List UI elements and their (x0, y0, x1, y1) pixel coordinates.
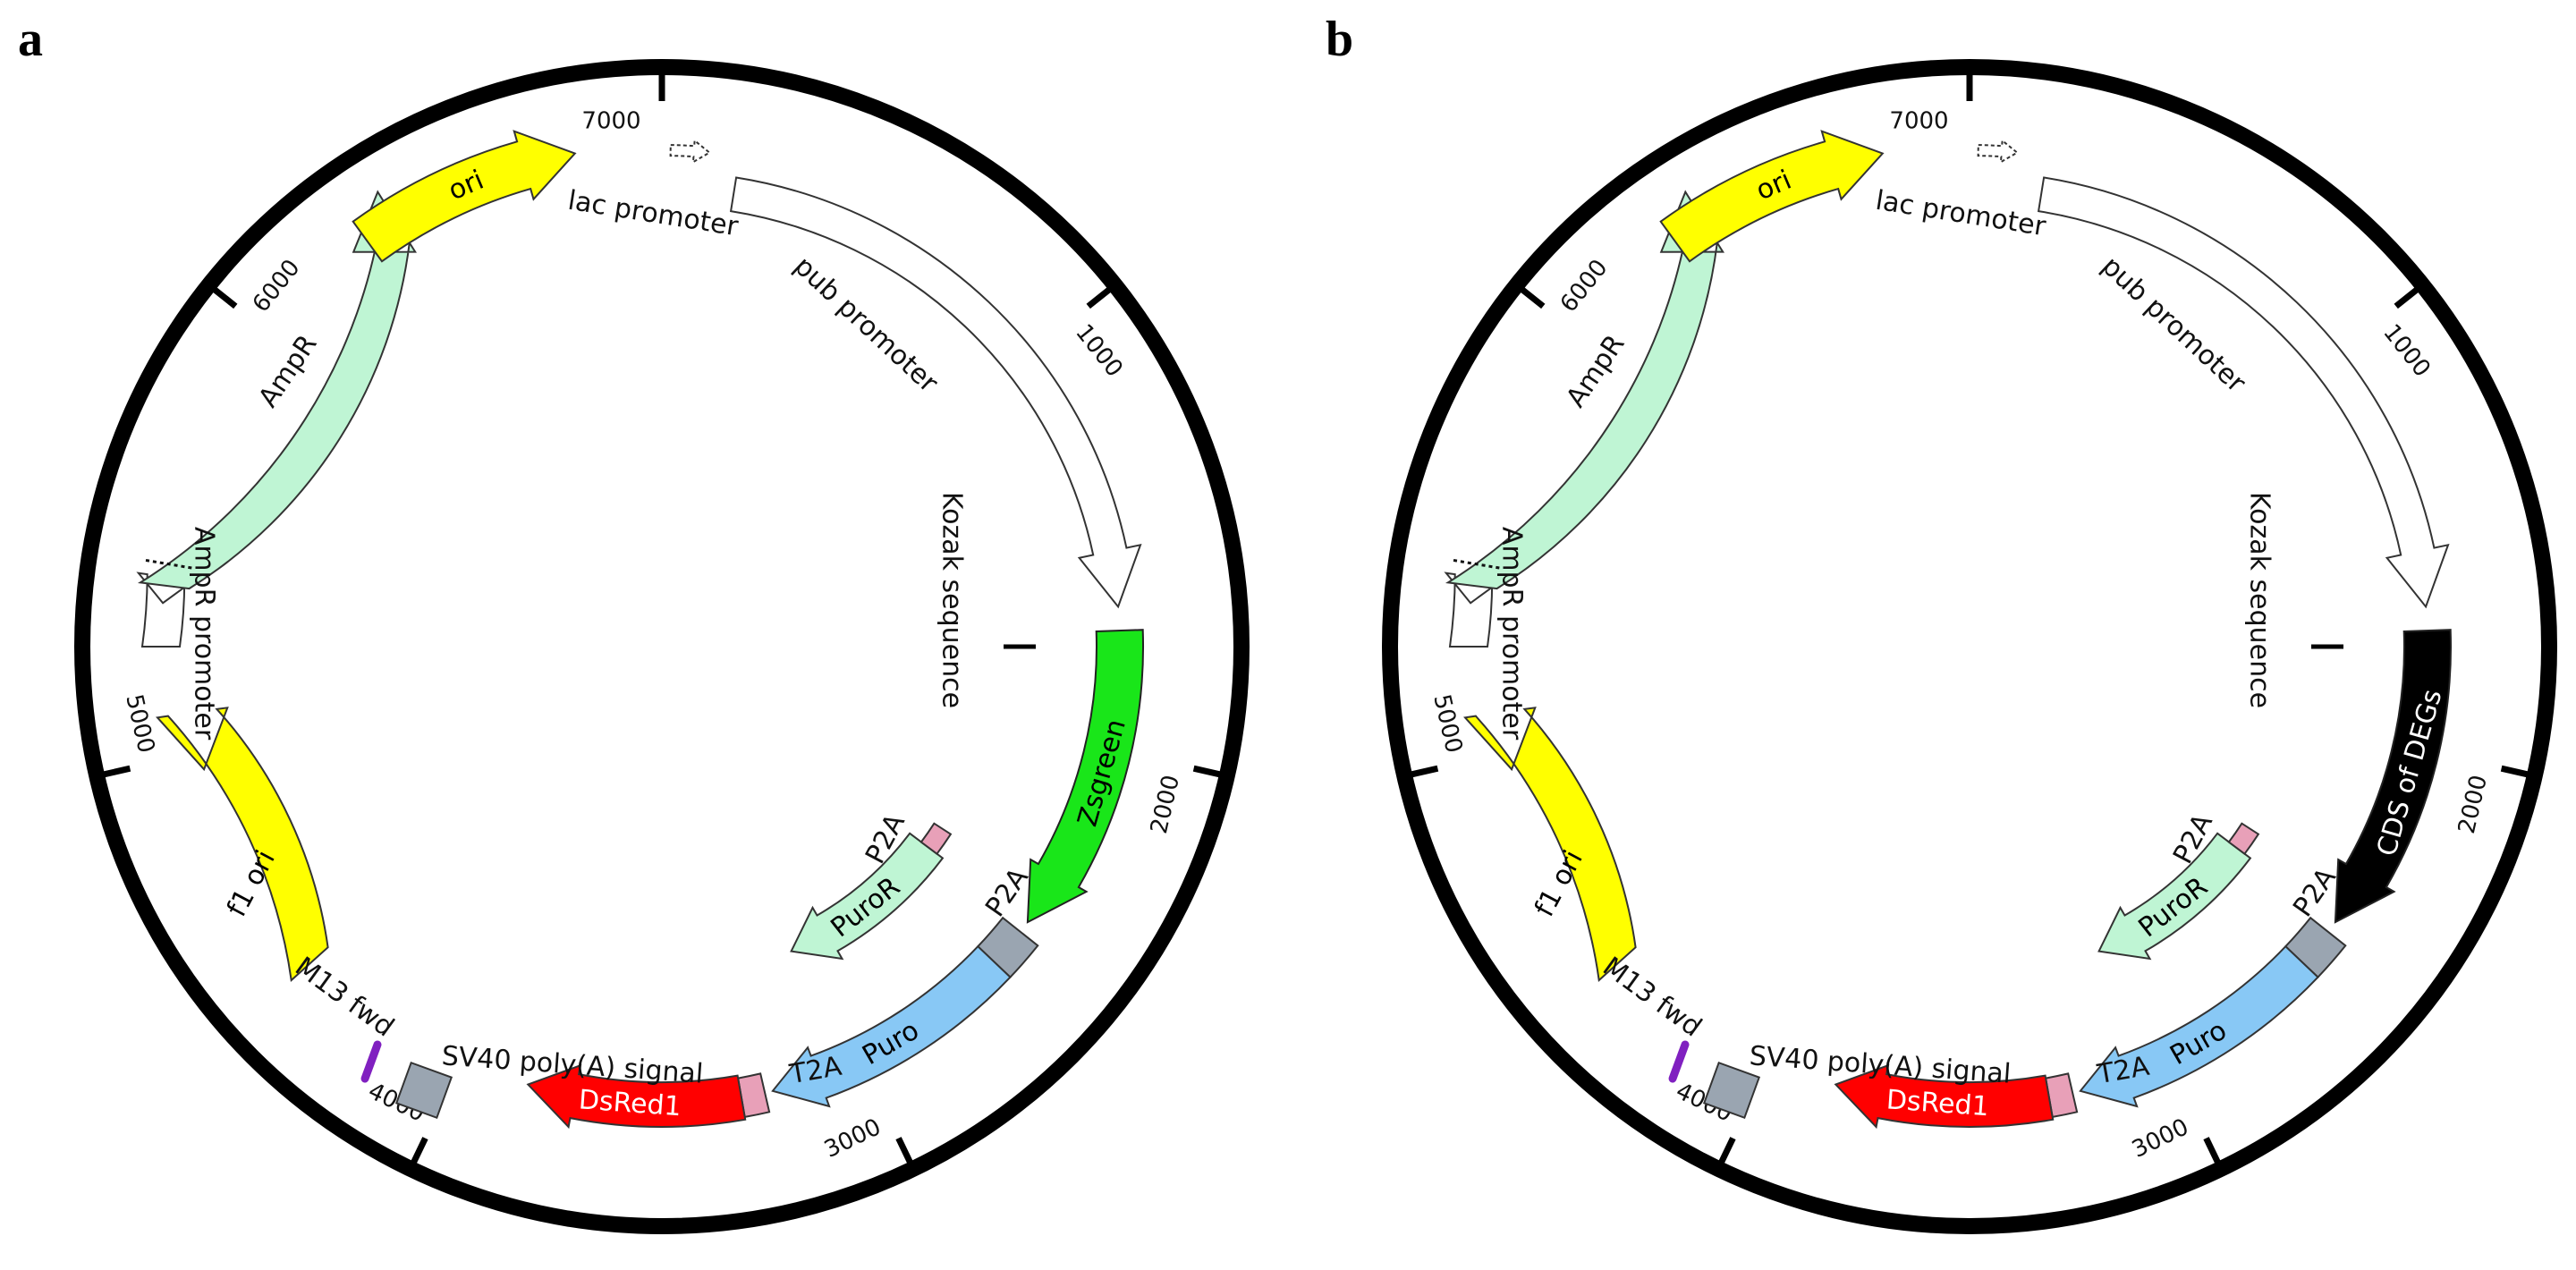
scale-tick (1086, 284, 1116, 309)
p2a-mid-label: P2A (979, 862, 1035, 923)
plasmid-backbone-ring (74, 59, 1250, 1234)
scale-tick (2500, 765, 2534, 779)
scale-tick-label: 3000 (2128, 1113, 2193, 1164)
scale-tick-label: 5000 (120, 692, 159, 756)
scale-tick-label: 2000 (1146, 773, 1185, 836)
ampr-label: AmpR (1560, 329, 1631, 413)
ori-arrow (1659, 130, 1885, 263)
scale-tick-label: 1000 (1070, 319, 1128, 382)
scale-tick (408, 1137, 428, 1169)
panel-letter: a (18, 12, 43, 67)
puror-arrow (2097, 832, 2252, 961)
scale-tick (97, 765, 131, 779)
lac-promoter-label: lac promoter (565, 185, 741, 243)
scale-tick-label: 6000 (1555, 255, 1614, 318)
m13-fwd-label: M13 fwd (289, 951, 399, 1043)
scale-tick-label: 7000 (1889, 108, 1948, 135)
lac-promoter-label: lac promoter (1873, 185, 2048, 243)
puro-arrow (2079, 944, 2319, 1108)
scale-tick (1716, 1137, 1736, 1169)
plasmid-backbone-ring (1382, 59, 2557, 1234)
scale-tick (1515, 284, 1546, 309)
ori-arrow (352, 130, 577, 263)
scale-tick (2203, 1137, 2224, 1169)
scale-tick (208, 284, 238, 309)
plasmid-map-panel-a: a7000100020003000400050006000ZsgreenPuro… (18, 12, 1250, 1234)
scale-tick-label: 2000 (2453, 773, 2493, 836)
f1-ori-arrow (1463, 707, 1637, 983)
ampr-promoter-label: AmpR promoter (189, 527, 220, 741)
scale-tick (1405, 765, 1439, 779)
plasmid-map-panel-b: b7000100020003000400050006000CDS of DEGs… (1326, 12, 2557, 1234)
pub-promoter-arrow (729, 176, 1142, 609)
puror-arrow (790, 832, 945, 961)
kozak-sequence-label: Kozak sequence (2244, 492, 2275, 708)
scale-tick-label: 1000 (2377, 319, 2436, 382)
puro-arrow (771, 944, 1012, 1108)
sv40-polya-box (394, 1061, 453, 1120)
ampr-dotted-boundary (143, 558, 192, 570)
scale-tick (2394, 284, 2424, 309)
dsred1-label: DsRed1 (578, 1084, 682, 1122)
lac-promoter-marker (1977, 139, 2019, 164)
m13-fwd-label: M13 fwd (1597, 951, 1707, 1043)
scale-tick-label: 5000 (1428, 692, 1467, 756)
dsred1-label: DsRed1 (1885, 1084, 1990, 1122)
scale-tick-label: 7000 (581, 108, 640, 135)
m13-fwd-marker (360, 1040, 382, 1083)
m13-fwd-marker (1668, 1040, 1690, 1083)
dsred1-arrow (526, 1063, 747, 1130)
scale-tick (1192, 765, 1226, 779)
panel-letter: b (1326, 12, 1353, 67)
ampr-promoter-arrow (136, 572, 196, 648)
sv40-polya-box (1702, 1061, 1761, 1120)
pub-promoter-arrow (2037, 176, 2450, 609)
ampr-promoter-label: AmpR promoter (1496, 527, 1528, 741)
ampr-arrow (137, 190, 418, 590)
dsred1-arrow (1834, 1063, 2055, 1130)
cds-arrow (1026, 629, 1145, 924)
ampr-label: AmpR (252, 329, 323, 413)
p2a-tag-inner (919, 822, 953, 856)
cds-arrow (2334, 629, 2453, 924)
ampr-arrow (1445, 190, 1725, 590)
kozak-sequence-label: Kozak sequence (936, 492, 968, 708)
scale-tick-label: 3000 (820, 1113, 886, 1164)
p2a-tag-inner (2227, 822, 2260, 856)
ampr-dotted-boundary (1451, 558, 1500, 570)
scale-tick-label: 6000 (248, 255, 306, 318)
lac-promoter-marker (669, 139, 711, 164)
p2a-mid-label: P2A (2287, 862, 2343, 923)
scale-tick (895, 1137, 916, 1169)
f1-ori-arrow (156, 707, 329, 983)
ampr-promoter-arrow (1444, 572, 1504, 648)
